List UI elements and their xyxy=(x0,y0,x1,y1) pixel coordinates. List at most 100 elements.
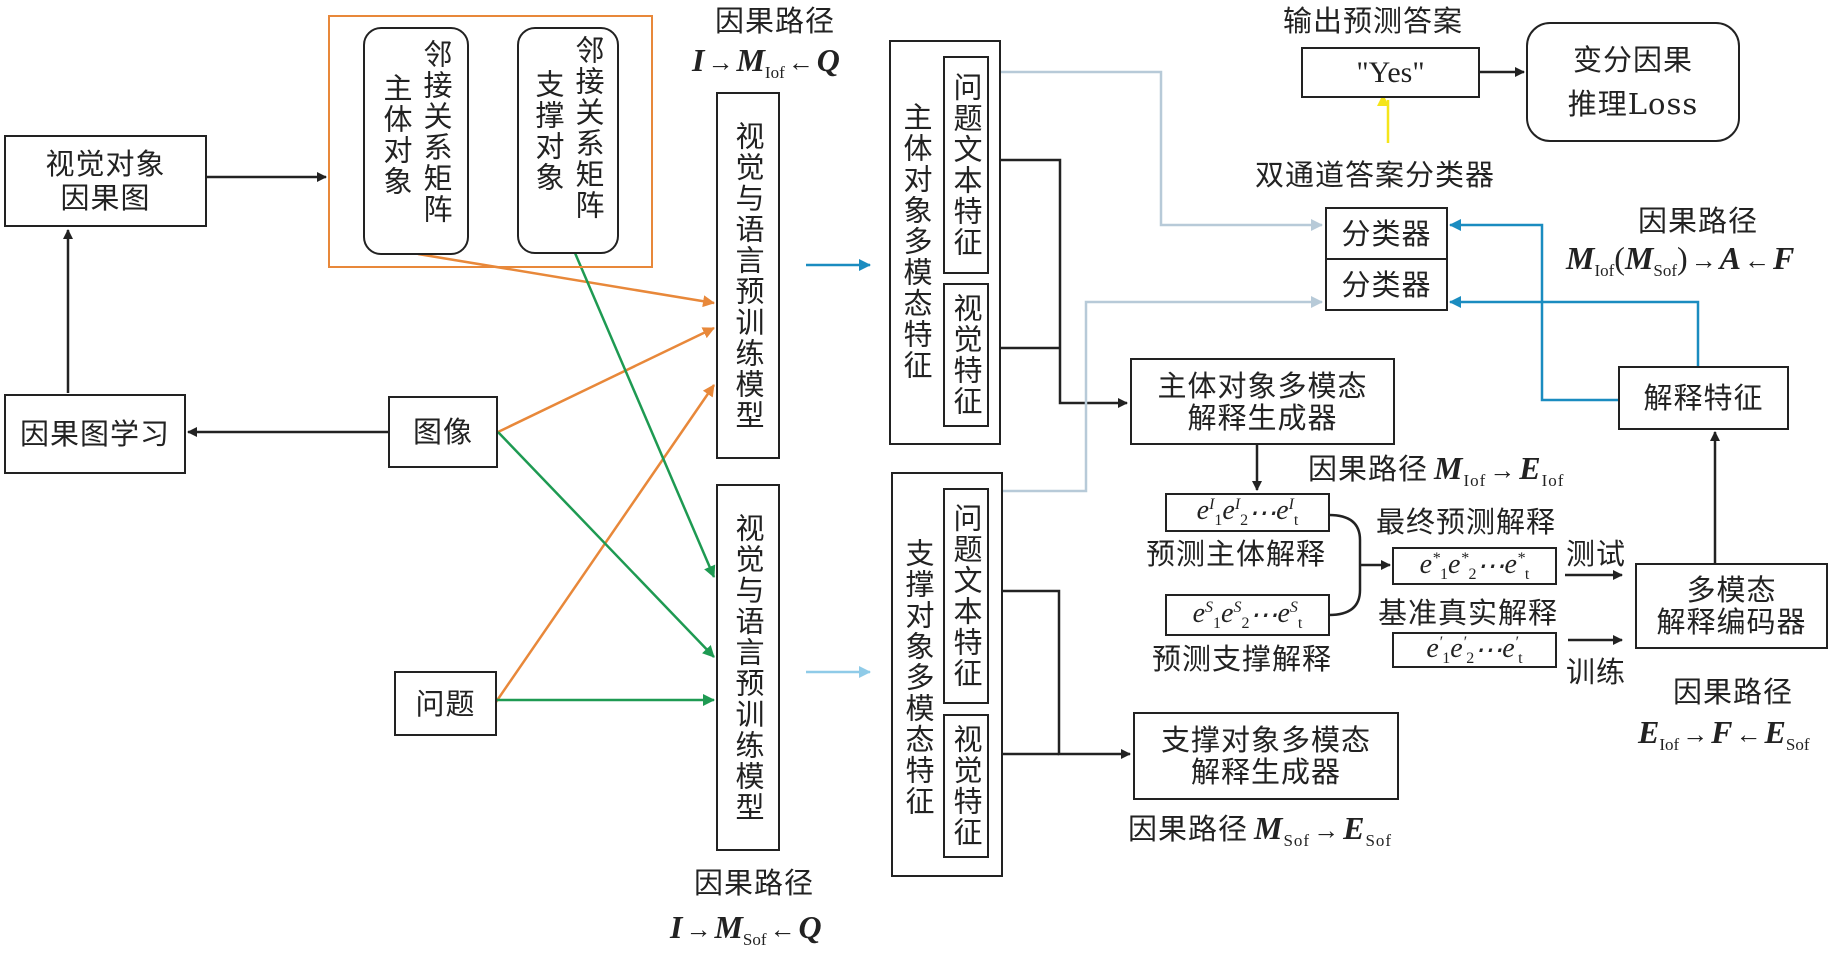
var-E: E xyxy=(1638,714,1660,750)
subject-adjacency-title: 邻接关系矩阵 xyxy=(419,39,453,225)
var-I: I xyxy=(670,909,683,945)
var-F: F xyxy=(1773,240,1795,276)
vlp-model-2-label: 视觉与语言预训练模型 xyxy=(731,512,765,823)
connector-support-features xyxy=(1002,589,1131,759)
seq-term: eI2 xyxy=(1222,495,1249,529)
variational-causal-loss-box: 变分因果 推理Loss xyxy=(1526,22,1740,142)
sub-sof: Sof xyxy=(1365,831,1393,850)
ellipsis: ⋯ xyxy=(1248,497,1277,529)
answer-box: "Yes" xyxy=(1301,47,1480,98)
var-M: M xyxy=(714,909,743,945)
orange-image-to-vlp1 xyxy=(497,326,715,434)
subject-adjacency-box: 邻接关系矩阵 主体对象 xyxy=(363,27,469,255)
causal-path-label-encoder: 因果路径 xyxy=(1673,675,1794,709)
causal-path-formula-vlp1: I→MIof←Q xyxy=(692,42,840,91)
causal-path-formula-vlp2: I→MSof←Q xyxy=(670,909,822,955)
ellipsis: ⋯ xyxy=(1476,551,1505,582)
var-M: M xyxy=(1254,810,1284,846)
subject-explanation-generator-box: 主体对象多模态 解释生成器 xyxy=(1130,358,1395,445)
causal-path-text: 因果路径 xyxy=(1128,812,1249,846)
sub-iof: Iof xyxy=(1463,471,1487,490)
final-predicted-explanation-label: 最终预测解释 xyxy=(1376,505,1557,539)
var-M: M xyxy=(1624,240,1654,276)
dual-channel-classifier-label: 双通道答案分类器 xyxy=(1255,158,1496,192)
var-E: E xyxy=(1764,714,1786,750)
predicted-subject-explanation-label: 预测主体解释 xyxy=(1146,537,1327,571)
causal-graph-learning-box: 因果图学习 xyxy=(4,394,186,474)
seq-term: e′1 xyxy=(1426,632,1451,667)
arrow-right-icon: → xyxy=(1313,816,1341,845)
vlp-model-1-label: 视觉与语言预训练模型 xyxy=(731,120,765,431)
arrow-right-icon: → xyxy=(1682,720,1709,749)
support-question-text-features-box: 问题文本特征 xyxy=(943,488,989,704)
green-image-to-vlp2 xyxy=(497,431,715,658)
var-Q: Q xyxy=(798,909,822,945)
sub-iof: Iof xyxy=(1659,735,1680,754)
sub-iof: Iof xyxy=(1594,261,1615,280)
seq-term: e*1 xyxy=(1419,548,1449,583)
support-multimodal-features-label: 支撑对象多模态特征 xyxy=(901,538,935,817)
var-F: F xyxy=(1711,714,1733,750)
var-M: M xyxy=(736,42,765,78)
ellipsis: ⋯ xyxy=(1249,600,1278,631)
sub-iof: Iof xyxy=(1541,471,1565,490)
adjacency-matrix-group xyxy=(328,15,653,268)
seq-term: e*2 xyxy=(1448,548,1477,583)
train-label: 训练 xyxy=(1566,655,1627,689)
test-label: 测试 xyxy=(1566,537,1627,571)
question-text-features-label: 问题文本特征 xyxy=(949,503,983,689)
sub-sof: Sof xyxy=(1785,735,1810,754)
arrow-left-icon: ← xyxy=(1744,246,1771,275)
question-box: 问题 xyxy=(394,671,497,736)
arrow-right-icon: → xyxy=(1690,246,1717,275)
visual-features-label: 视觉特征 xyxy=(949,724,983,848)
merge-bracket xyxy=(1328,513,1362,617)
var-M: M xyxy=(1566,240,1595,276)
classifier-2-box: 分类器 xyxy=(1325,258,1448,311)
question-text-features-label: 问题文本特征 xyxy=(949,72,983,258)
var-E: E xyxy=(1343,810,1366,846)
gray-subject-to-classifier1 xyxy=(1000,70,1323,231)
causal-path-label-vlp2: 因果路径 xyxy=(694,866,815,900)
seq-term: e*t xyxy=(1504,548,1530,583)
subject-multimodal-features-label: 主体对象多模态特征 xyxy=(899,102,933,381)
arrow-left-icon: ← xyxy=(1735,720,1762,749)
subject-visual-features-box: 视觉特征 xyxy=(943,283,989,427)
vlp-model-2-box: 视觉与语言预训练模型 xyxy=(716,484,780,851)
paren-close: ) xyxy=(1677,240,1688,276)
visual-features-label: 视觉特征 xyxy=(949,293,983,417)
connector-subject-features xyxy=(1000,158,1128,408)
seq-term: eS2 xyxy=(1221,597,1250,632)
seq-term: e′2 xyxy=(1450,632,1475,667)
arrow-right-icon: → xyxy=(685,915,712,944)
subject-object-label: 主体对象 xyxy=(379,73,413,197)
predicted-support-explanation-label: 预测支撑解释 xyxy=(1152,642,1333,676)
causal-path-label-classifier: 因果路径 xyxy=(1638,204,1759,238)
green-support-to-vlp2 xyxy=(573,252,716,578)
image-box: 图像 xyxy=(388,396,498,468)
var-E: E xyxy=(1519,450,1542,486)
causal-path-formula-encoder: EIof→F←ESof xyxy=(1638,714,1809,763)
support-explanation-generator-box: 支撑对象多模态 解释生成器 xyxy=(1133,712,1399,800)
support-adjacency-box: 邻接关系矩阵 支撑对象 xyxy=(517,27,619,254)
classifier-1-box: 分类器 xyxy=(1325,207,1448,260)
ellipsis: ⋯ xyxy=(1474,635,1503,666)
output-answer-label: 输出预测答案 xyxy=(1283,4,1464,38)
sub-iof: Iof xyxy=(764,63,785,82)
support-object-label: 支撑对象 xyxy=(531,69,565,193)
support-visual-features-box: 视觉特征 xyxy=(943,714,989,858)
var-M: M xyxy=(1434,450,1464,486)
arrow-left-icon: ← xyxy=(769,915,796,944)
orange-question-to-vlp1 xyxy=(494,384,716,703)
multimodal-explanation-encoder-box: 多模态 解释编码器 xyxy=(1635,563,1828,649)
blue-features-to-classifier2 xyxy=(1449,296,1700,366)
subject-question-text-features-box: 问题文本特征 xyxy=(943,56,989,274)
support-adjacency-title: 邻接关系矩阵 xyxy=(571,35,605,221)
